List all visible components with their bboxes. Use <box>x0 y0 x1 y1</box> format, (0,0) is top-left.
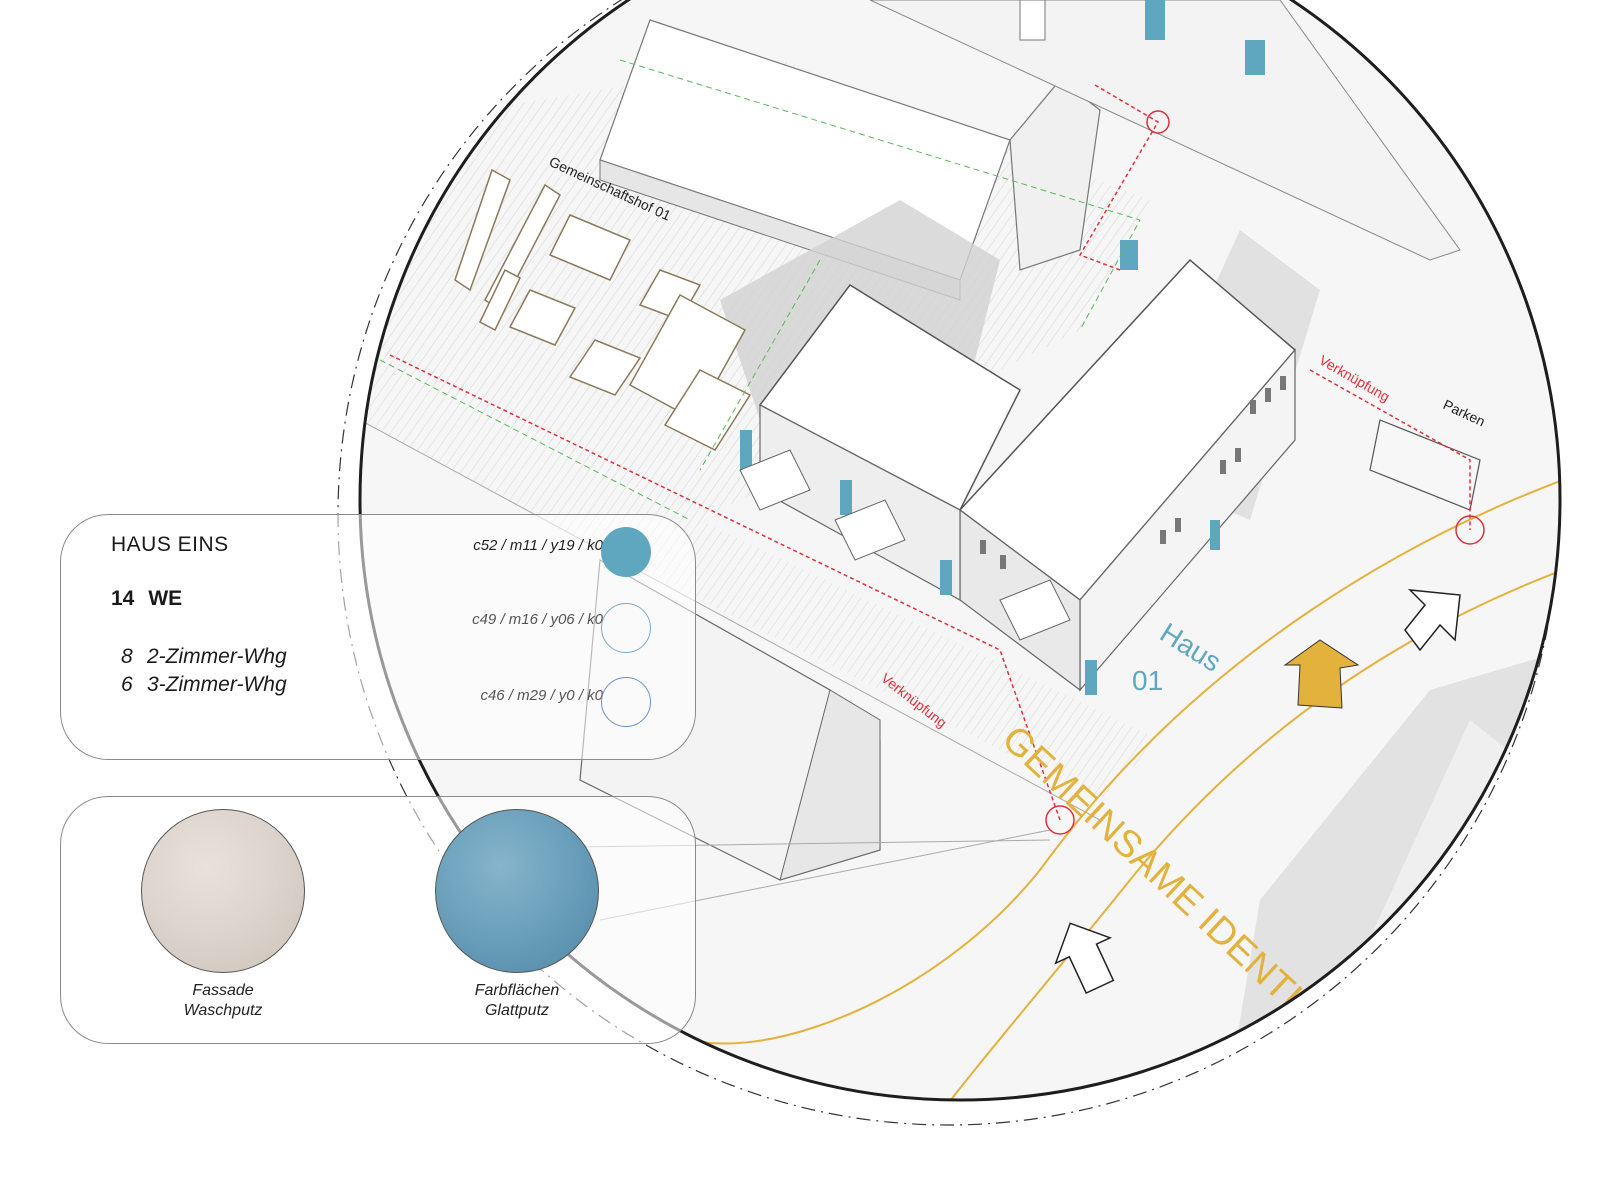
color-code: c52 / m11 / y19 / k0 <box>473 537 603 554</box>
unit-total-unit: WE <box>148 587 183 610</box>
map-content: Gemeinschaftshof 01 Verknüpfung Verknüpf… <box>360 0 1560 1100</box>
color-swatch-outline <box>601 677 651 727</box>
facade-plaster-sample <box>141 809 305 973</box>
unit-row: 6 3-Zimmer-Whg <box>121 673 287 697</box>
color-code: c46 / m29 / y0 / k0 <box>480 687 603 704</box>
link-node-icon <box>1455 515 1485 545</box>
material-name: Fassade <box>192 982 254 999</box>
unit-row: 8 2-Zimmer-Whg <box>121 645 287 669</box>
filled-arrow-icon <box>1283 639 1360 709</box>
unit-count: 6 <box>121 673 133 696</box>
unit-type: 2-Zimmer-Whg <box>147 645 287 668</box>
house-title: HAUS EINS <box>111 533 229 556</box>
color-swatch-outline <box>601 603 651 653</box>
house-info-panel: HAUS EINS 14 WE 8 2-Zimmer-Whg 6 3-Zimmer-W… <box>60 514 696 760</box>
materials-panel: Fassade Waschputz Farbflächen Glattputz <box>60 796 696 1044</box>
material-finish: Waschputz <box>183 1002 263 1019</box>
green-dashed-lines <box>379 59 1141 521</box>
unit-total: 14 WE <box>111 587 196 611</box>
inner-circle-border <box>358 0 1562 1102</box>
material-caption: Fassade Waschputz <box>123 981 323 1021</box>
courtyard-furniture <box>454 168 752 451</box>
color-swatch-filled <box>601 527 651 577</box>
link-node-icon <box>1146 110 1170 134</box>
unit-count: 8 <box>121 645 133 668</box>
windows <box>980 376 1286 569</box>
building-north-tower <box>1009 79 1101 271</box>
house-number-label: 01 <box>1132 665 1163 696</box>
color-code: c49 / m16 / y06 / k0 <box>472 611 603 628</box>
street-ground <box>360 330 1160 800</box>
material-finish: Glattputz <box>484 1002 550 1019</box>
red-link-lines <box>389 84 1471 821</box>
material-name: Farbflächen <box>474 982 560 999</box>
link-node-icon <box>1045 805 1075 835</box>
unit-type: 3-Zimmer-Whg <box>147 673 287 696</box>
unit-total-count: 14 <box>111 587 135 610</box>
outline-arrow-icon <box>1404 589 1461 652</box>
material-caption: Farbflächen Glattputz <box>417 981 617 1021</box>
outline-arrow-icon <box>1054 922 1115 995</box>
color-surface-plaster-sample <box>435 809 599 973</box>
